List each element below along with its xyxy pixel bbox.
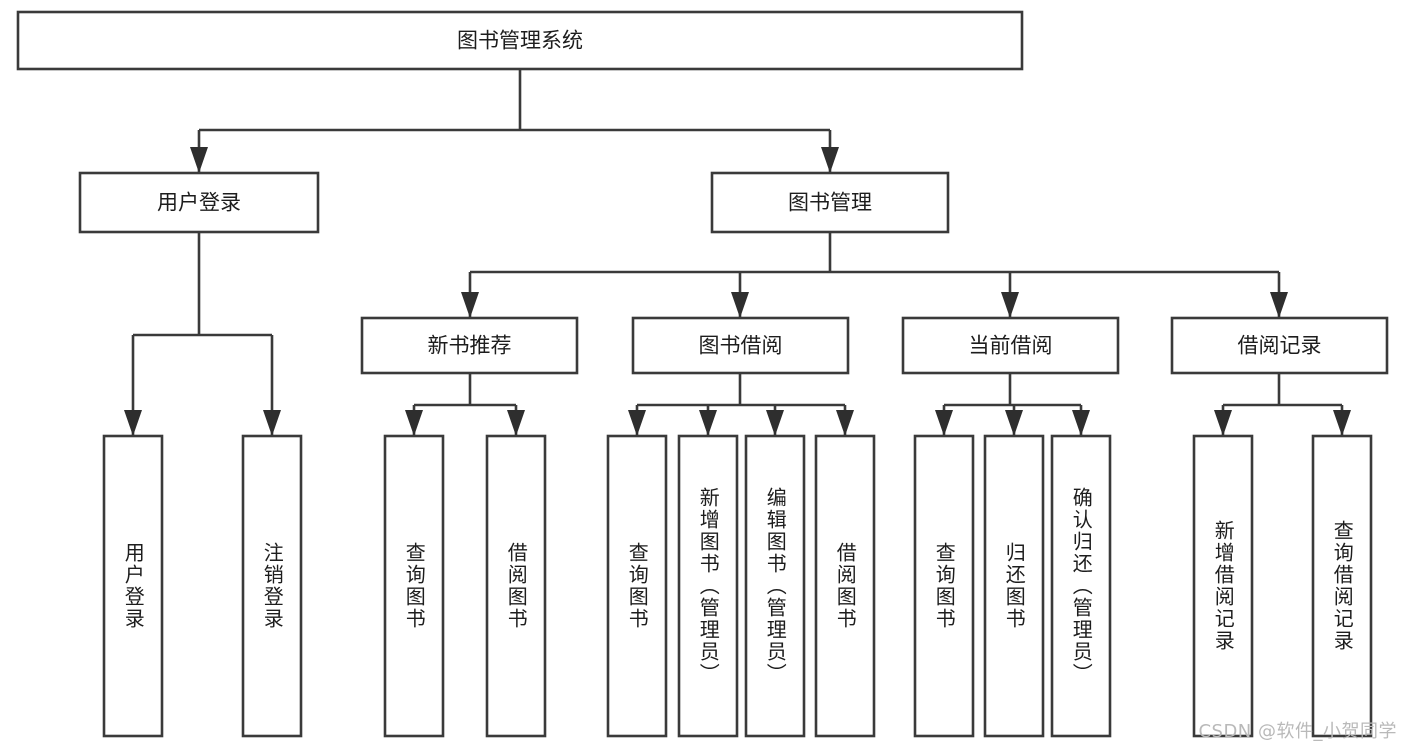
edges-layer [124, 69, 1351, 436]
arrow-head-icon [190, 147, 208, 173]
leaf-node-leaf-query-record[interactable] [1311, 434, 1373, 738]
arrow-head-icon [821, 147, 839, 173]
leaf-node-leaf-user-login[interactable] [102, 434, 164, 738]
node-book-manage[interactable] [710, 171, 950, 234]
arrow-head-icon [461, 292, 479, 318]
node-label-current-borrow: 当前借阅 [969, 334, 1053, 358]
leaf-node-leaf-confirm-return[interactable] [1050, 434, 1112, 738]
arrow-head-icon [699, 410, 717, 436]
node-label-user-login: 用户登录 [157, 191, 241, 215]
leaf-node-leaf-query-book-2[interactable] [606, 434, 668, 738]
arrow-head-icon [124, 410, 142, 436]
leaf-node-leaf-logout[interactable] [241, 434, 303, 738]
arrow-head-icon [507, 410, 525, 436]
node-borrow-record[interactable] [1170, 316, 1389, 375]
arrow-head-icon [405, 410, 423, 436]
leaf-node-leaf-return-book[interactable] [983, 434, 1045, 738]
arrow-head-icon [731, 292, 749, 318]
arrow-head-icon [1005, 410, 1023, 436]
leaf-node-leaf-add-record[interactable] [1192, 434, 1254, 738]
arrow-head-icon [1001, 292, 1019, 318]
arrow-head-icon [1214, 410, 1232, 436]
arrow-head-icon [263, 410, 281, 436]
arrow-head-icon [628, 410, 646, 436]
leaf-node-leaf-add-book[interactable] [677, 434, 739, 738]
node-root[interactable] [16, 10, 1024, 71]
node-new-book-rec[interactable] [360, 316, 579, 375]
arrow-head-icon [1333, 410, 1351, 436]
arrow-head-icon [935, 410, 953, 436]
leaf-node-leaf-query-book-3[interactable] [913, 434, 975, 738]
arrow-head-icon [766, 410, 784, 436]
leaf-node-leaf-edit-book[interactable] [744, 434, 806, 738]
node-label-new-book-rec: 新书推荐 [428, 334, 512, 358]
leaf-node-leaf-query-book-1[interactable] [383, 434, 445, 738]
node-label-borrow-record: 借阅记录 [1238, 334, 1322, 358]
node-user-login[interactable] [78, 171, 320, 234]
node-label-book-borrow: 图书借阅 [699, 334, 783, 358]
node-label-root: 图书管理系统 [457, 29, 583, 53]
watermark-text: CSDN @软件_小贺同学 [1198, 721, 1397, 742]
arrow-head-icon [836, 410, 854, 436]
leaf-node-leaf-borrow-book-1[interactable] [485, 434, 547, 738]
node-current-borrow[interactable] [901, 316, 1120, 375]
leaf-node-leaf-borrow-book-2[interactable] [814, 434, 876, 738]
node-book-borrow[interactable] [631, 316, 850, 375]
node-label-book-manage: 图书管理 [788, 191, 872, 215]
arrow-head-icon [1270, 292, 1288, 318]
arrow-head-icon [1072, 410, 1090, 436]
